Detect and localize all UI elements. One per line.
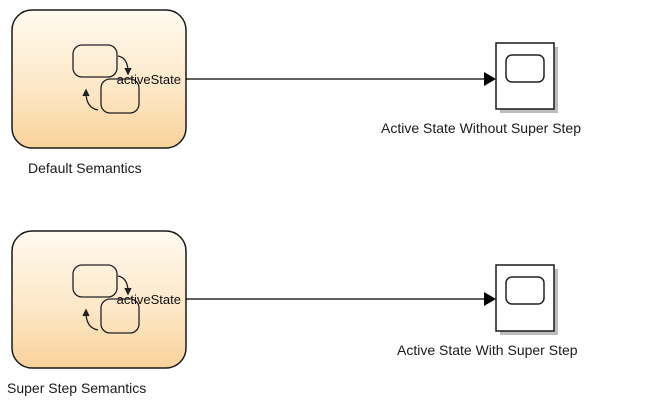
stateflow-chart-icon xyxy=(72,44,140,114)
chart-block-name[interactable]: Default Semantics xyxy=(28,160,142,176)
arrowhead-icon xyxy=(484,72,496,86)
signal-line-2[interactable] xyxy=(186,292,496,306)
output-port-label: activeState xyxy=(117,292,181,307)
scope-screen-icon xyxy=(505,276,545,305)
scope-screen-icon xyxy=(505,54,545,83)
chart-block-default-semantics[interactable]: activeState xyxy=(11,9,187,149)
scope-block-without-super-step[interactable] xyxy=(495,42,558,113)
chart-block-super-step-semantics[interactable]: activeState xyxy=(11,230,187,369)
scope-block-with-super-step[interactable] xyxy=(495,264,558,335)
scope-block-name[interactable]: Active State Without Super Step xyxy=(381,120,581,136)
arrowhead-icon xyxy=(484,292,496,306)
signal-line-1[interactable] xyxy=(186,72,496,86)
stateflow-chart-icon xyxy=(72,264,140,334)
scope-block-name[interactable]: Active State With Super Step xyxy=(397,342,578,358)
chart-block-name[interactable]: Super Step Semantics xyxy=(7,380,147,396)
output-port-label: activeState xyxy=(117,72,181,87)
